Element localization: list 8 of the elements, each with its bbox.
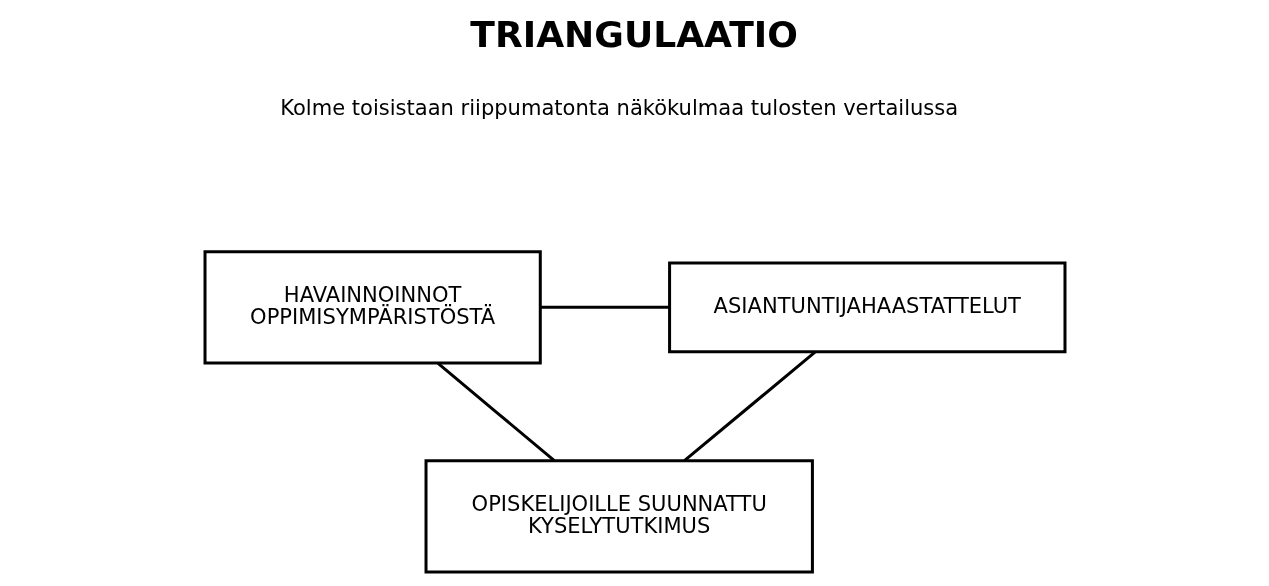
diagram-title: TRIANGULAATIO — [469, 14, 798, 57]
connector — [540, 305, 670, 309]
node-box: ASIANTUNTIJAHAASTATTELUT — [667, 261, 1066, 354]
node-box: HAVAINNOINNOT OPPIMISYMPÄRISTÖSTÄ — [203, 250, 542, 365]
connector — [682, 350, 816, 462]
node-box: OPISKELIJOILLE SUUNNATTU KYSELYTUTKIMUS — [424, 459, 814, 574]
connector — [436, 362, 555, 462]
label: Kolme toisistaan riippumatonta näkökulmaa tulosten vertailussa — [279, 95, 958, 121]
